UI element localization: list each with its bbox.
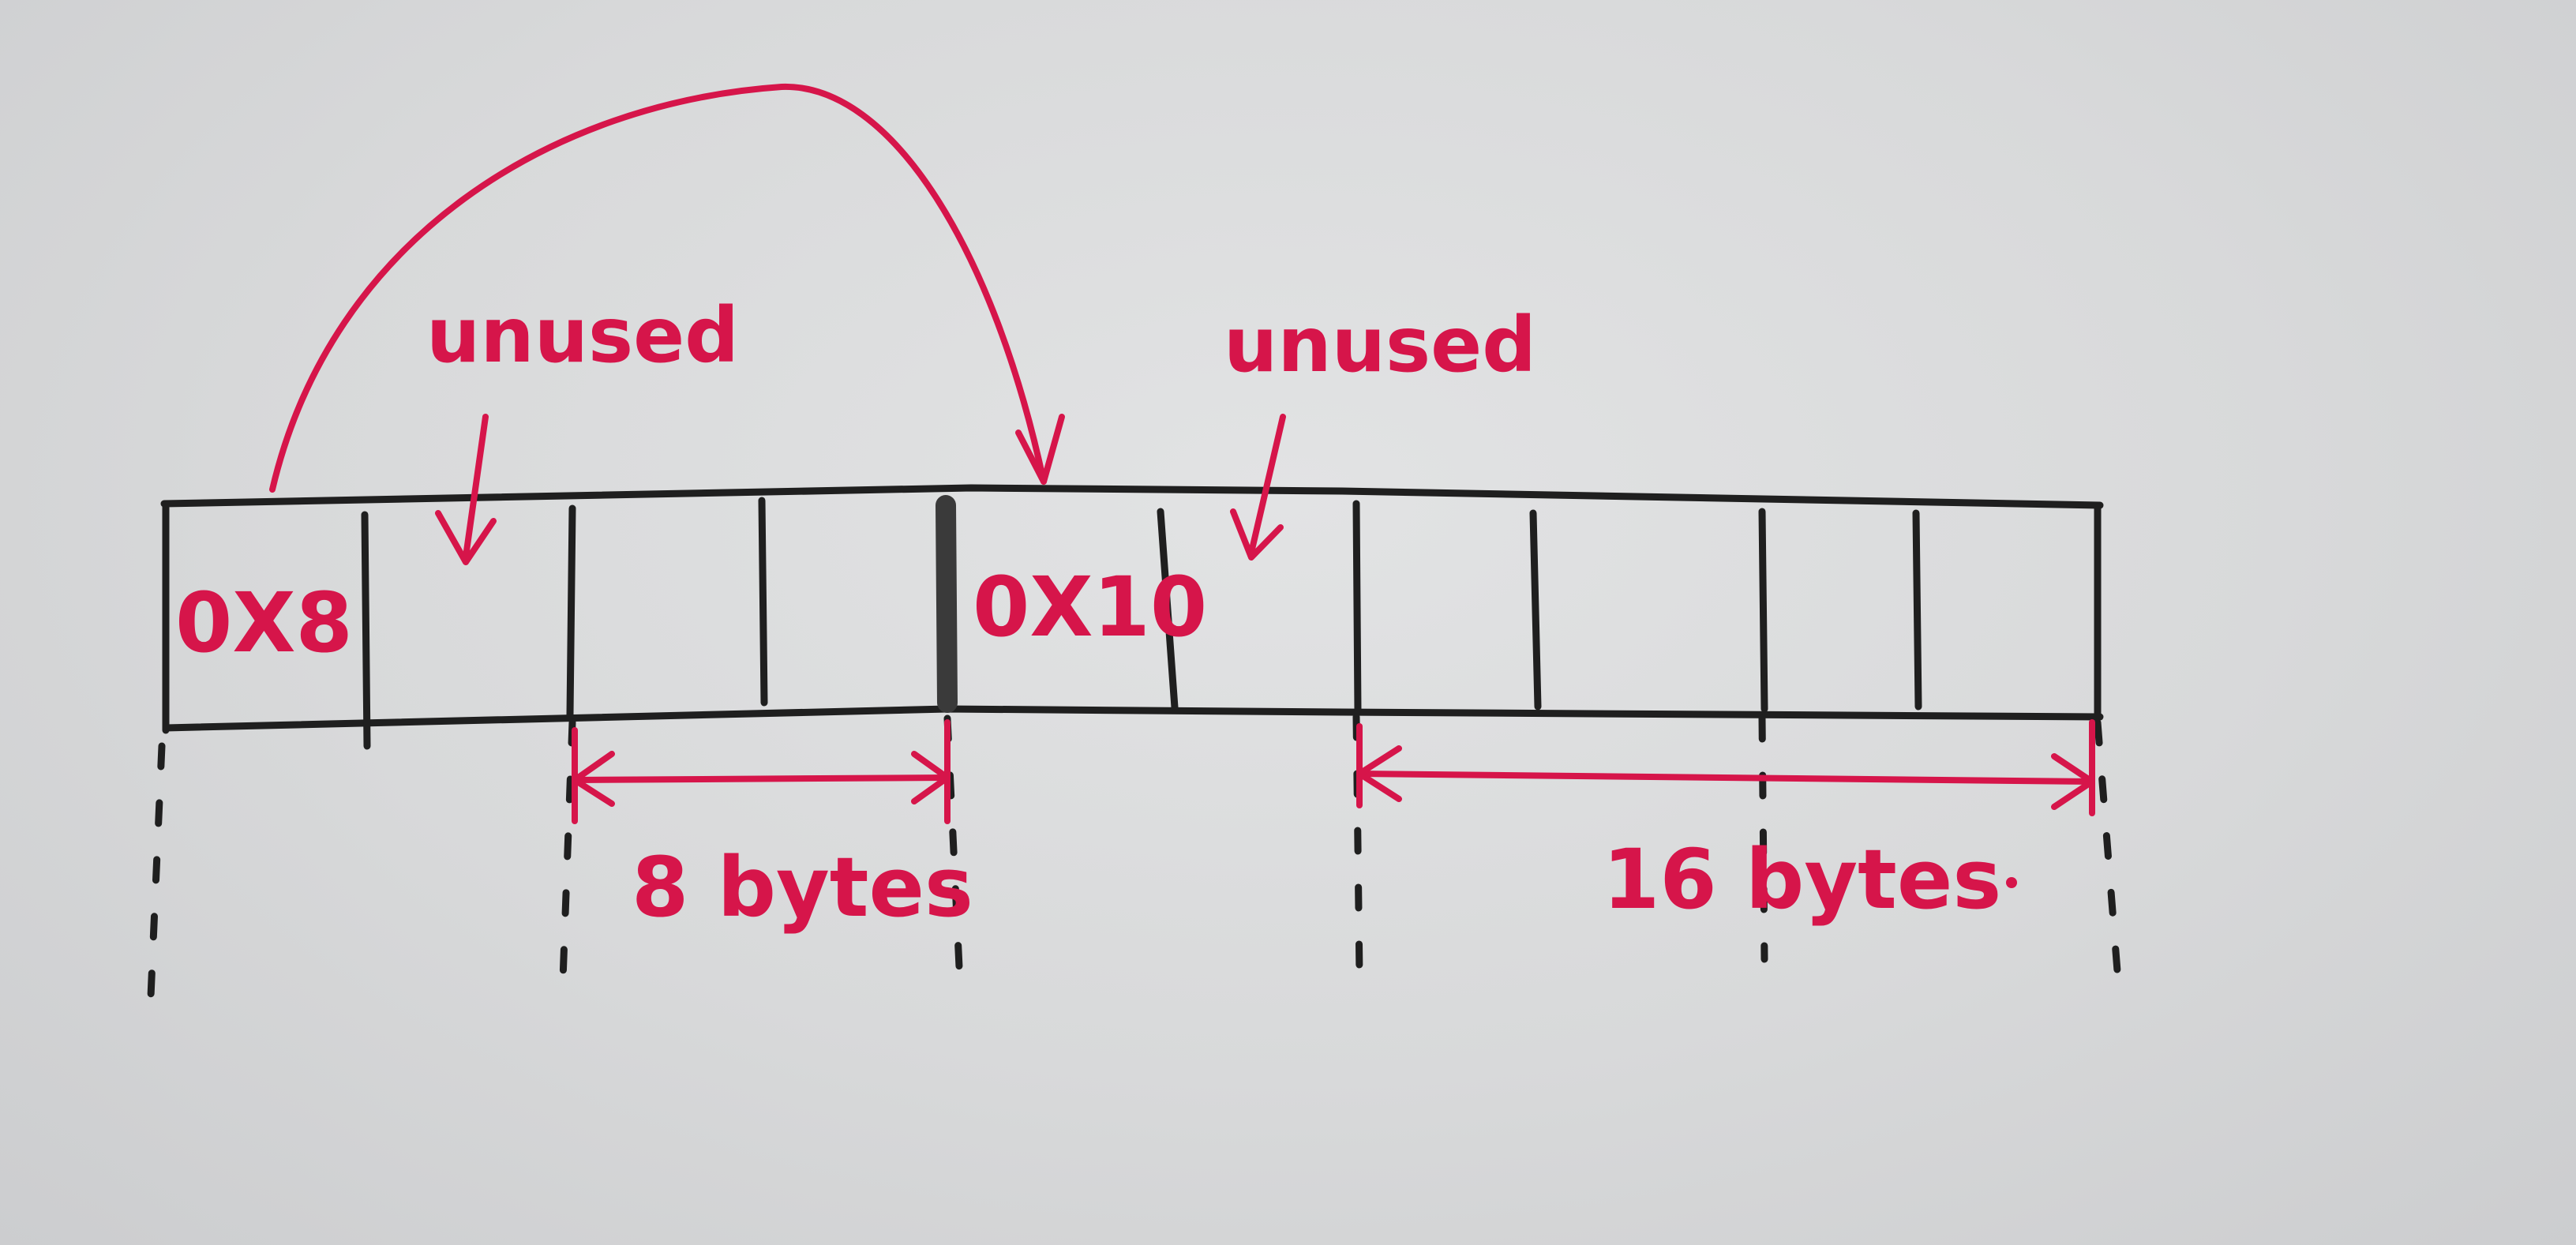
unused-label-2: unused	[1224, 301, 1536, 389]
strip-top-edge	[160, 484, 2104, 509]
cell-divider-thick	[936, 495, 958, 713]
guide-line	[943, 714, 963, 971]
unused-arrow-2	[1230, 414, 1286, 561]
span-16-bytes	[1356, 719, 2095, 816]
guide-lines	[146, 713, 2121, 1018]
memory-strip	[160, 484, 2104, 750]
pointer-arrow	[269, 83, 1065, 493]
pointer-arrowhead	[1015, 414, 1065, 485]
span-arrow-shaft	[572, 774, 951, 783]
cell-divider	[1352, 500, 1362, 714]
cell-value-0x8: 0X8	[175, 575, 353, 671]
cell-divider	[361, 511, 371, 750]
guide-line	[558, 718, 576, 1005]
guide-line	[1758, 714, 1768, 963]
cell-divider	[1758, 508, 1768, 713]
cell-divider	[566, 504, 576, 718]
pointer-arc	[269, 83, 1047, 493]
unused-arrow-1	[435, 414, 497, 565]
guide-line	[146, 742, 166, 1018]
cell-divider	[1529, 509, 1542, 711]
strip-bottom-edge	[162, 705, 2104, 732]
guide-line	[1352, 713, 1363, 979]
span-label-8-bytes: 8 bytes	[632, 839, 973, 936]
cell-divider	[1912, 509, 1922, 711]
span-8-bytes	[572, 719, 951, 824]
unused-label-1: unused	[426, 291, 739, 380]
cell-divider	[758, 497, 768, 707]
guide-line	[2094, 718, 2121, 975]
cell-divider	[1157, 508, 1179, 711]
span-label-16-bytes: 16 bytes	[1603, 831, 2001, 928]
span-arrow-shaft	[1356, 771, 2095, 785]
cell-value-0x10: 0X10	[973, 559, 1207, 655]
ink-dot	[2006, 877, 2017, 888]
